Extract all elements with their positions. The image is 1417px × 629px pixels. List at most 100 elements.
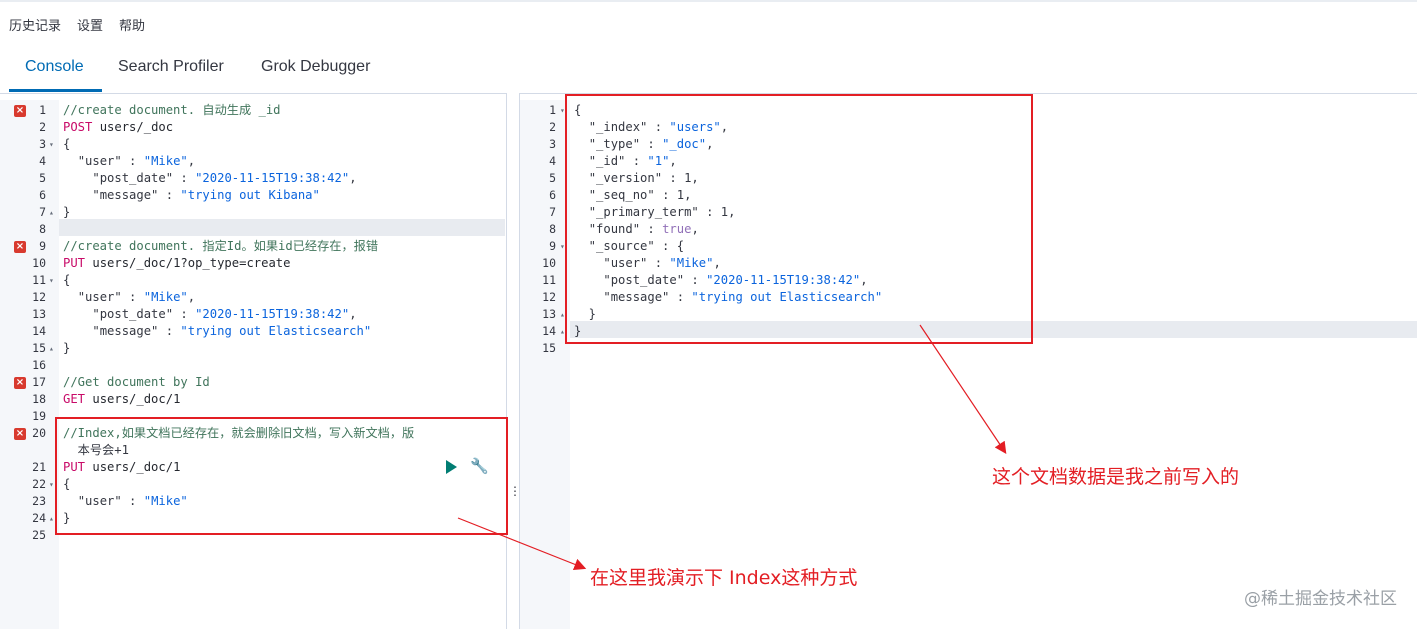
- fold-icon[interactable]: ▴: [49, 208, 54, 217]
- request-line[interactable]: 本号会+1: [0, 442, 506, 459]
- response-line: 5 "_version" : 1,: [520, 170, 1417, 187]
- code-text: PUT users/_doc/1: [63, 460, 181, 474]
- request-line[interactable]: ×9//create document. 指定Id。如果id已经存在，报错: [0, 238, 506, 255]
- code-text: {: [63, 477, 71, 491]
- fold-icon[interactable]: ▴: [560, 327, 565, 336]
- line-number: 12: [542, 290, 556, 304]
- line-number: 8: [39, 222, 46, 236]
- code-text: }: [574, 307, 597, 321]
- code-text: "_version" : 1,: [588, 171, 699, 185]
- line-number: 4: [39, 154, 46, 168]
- active-tab-indicator: [9, 89, 102, 92]
- fold-icon[interactable]: ▾: [49, 140, 54, 149]
- wrench-icon[interactable]: 🔧: [470, 457, 489, 475]
- request-line[interactable]: 7▴}: [0, 204, 506, 221]
- response-line: 8 "found" : true,: [520, 221, 1417, 238]
- code-text: {: [574, 103, 582, 117]
- line-number: 3: [549, 137, 556, 151]
- fold-icon[interactable]: ▾: [560, 106, 565, 115]
- code-text: "post_date" : "2020-11-15T19:38:42",: [92, 307, 357, 321]
- request-line[interactable]: 25: [0, 527, 506, 544]
- code-text: "_type" : "_doc",: [588, 137, 714, 151]
- request-line[interactable]: 14 "message" : "trying out Elasticsearch…: [0, 323, 506, 340]
- request-line[interactable]: ×20//Index,如果文档已经存在，就会删除旧文档，写入新文档，版: [0, 425, 506, 442]
- code-text: "user" : "Mike",: [603, 256, 721, 270]
- top-menu: 历史记录 设置 帮助: [9, 15, 145, 34]
- request-line[interactable]: 6 "message" : "trying out Kibana": [0, 187, 506, 204]
- request-line[interactable]: 24▴}: [0, 510, 506, 527]
- request-line[interactable]: 5 "post_date" : "2020-11-15T19:38:42",: [0, 170, 506, 187]
- code-text: }: [574, 324, 582, 338]
- request-line[interactable]: 8: [0, 221, 506, 238]
- line-number: 13: [542, 307, 556, 321]
- code-text: //Get document by Id: [63, 375, 210, 389]
- request-line[interactable]: 22▾{: [0, 476, 506, 493]
- fold-icon[interactable]: ▴: [49, 344, 54, 353]
- fold-icon[interactable]: ▴: [49, 514, 54, 523]
- request-line[interactable]: ×17//Get document by Id: [0, 374, 506, 391]
- error-icon[interactable]: ×: [14, 377, 26, 389]
- request-line[interactable]: 10 PUT users/_doc/1?op_type=create: [0, 255, 506, 272]
- line-number: 6: [39, 188, 46, 202]
- code-text: "found" : true,: [588, 222, 699, 236]
- line-number: 10: [542, 256, 556, 270]
- request-line[interactable]: ×1//create document. 自动生成 _id: [0, 102, 506, 119]
- line-number: 5: [549, 171, 556, 185]
- request-line[interactable]: 11▾ {: [0, 272, 506, 289]
- fold-icon[interactable]: ▾: [49, 480, 54, 489]
- response-line: 7 "_primary_term" : 1,: [520, 204, 1417, 221]
- response-line: 9▾ "_source" : {: [520, 238, 1417, 255]
- error-icon[interactable]: ×: [14, 105, 26, 117]
- menu-help[interactable]: 帮助: [119, 18, 146, 33]
- line-number: 8: [549, 222, 556, 236]
- line-number: 11: [32, 273, 46, 287]
- request-line[interactable]: 16: [0, 357, 506, 374]
- line-number: 13: [32, 307, 46, 321]
- pane-divider[interactable]: [506, 93, 520, 629]
- code-text: //Index,如果文档已经存在，就会删除旧文档，写入新文档，版: [63, 426, 415, 440]
- annotation-bottom: 在这里我演示下 Index这种方式: [590, 567, 858, 589]
- play-icon[interactable]: [446, 460, 457, 474]
- watermark: @稀土掘金技术社区: [1244, 589, 1397, 609]
- response-line: 2 "_index" : "users",: [520, 119, 1417, 136]
- code-text: "_primary_term" : 1,: [588, 205, 736, 219]
- line-number: 10: [32, 256, 46, 270]
- request-line[interactable]: 4 "user" : "Mike",: [0, 153, 506, 170]
- request-line[interactable]: 12 "user" : "Mike",: [0, 289, 506, 306]
- tab-grok-debugger[interactable]: Grok Debugger: [261, 58, 371, 75]
- resize-handle-icon[interactable]: ⋮: [509, 484, 521, 498]
- line-number: 18: [32, 392, 46, 406]
- tab-search-profiler[interactable]: Search Profiler: [118, 58, 224, 75]
- code-text: {: [63, 137, 71, 151]
- code-text: PUT users/_doc/1?op_type=create: [63, 256, 291, 270]
- line-number: 16: [32, 358, 46, 372]
- line-number: 15: [32, 341, 46, 355]
- menu-settings[interactable]: 设置: [77, 18, 104, 33]
- code-text: POST users/_doc: [63, 120, 174, 134]
- code-text: {: [63, 273, 71, 287]
- top-bar: 历史记录 设置 帮助: [0, 0, 1417, 42]
- request-line[interactable]: 23 "user" : "Mike": [0, 493, 506, 510]
- error-icon[interactable]: ×: [14, 428, 26, 440]
- request-line[interactable]: 15▴}: [0, 340, 506, 357]
- fold-icon[interactable]: ▾: [49, 276, 54, 285]
- line-number: 5: [39, 171, 46, 185]
- response-line: 15: [520, 340, 1417, 357]
- request-line[interactable]: 13 "post_date" : "2020-11-15T19:38:42",: [0, 306, 506, 323]
- line-number: 7: [549, 205, 556, 219]
- fold-icon[interactable]: ▾: [560, 242, 565, 251]
- request-line[interactable]: 19: [0, 408, 506, 425]
- code-text: "_id" : "1",: [588, 154, 677, 168]
- fold-icon[interactable]: ▴: [560, 310, 565, 319]
- line-number: 11: [542, 273, 556, 287]
- error-icon[interactable]: ×: [14, 241, 26, 253]
- tab-console[interactable]: Console: [25, 58, 84, 75]
- menu-history[interactable]: 历史记录: [9, 18, 62, 33]
- request-line[interactable]: 3▾{: [0, 136, 506, 153]
- line-number: 2: [549, 120, 556, 134]
- active-line-highlight: [59, 219, 505, 236]
